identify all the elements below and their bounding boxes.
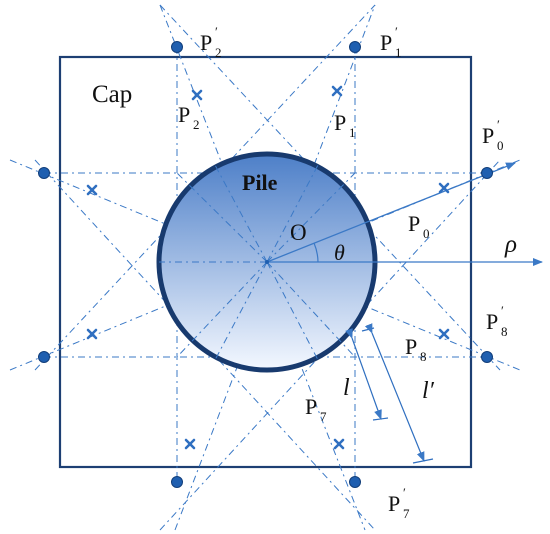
svg-text:′: ′ (403, 485, 406, 500)
point-p8-prime (481, 351, 493, 363)
svg-text:7: 7 (403, 506, 410, 521)
origin-label: O (290, 220, 307, 245)
l-label: l (343, 375, 350, 401)
label-p1-prime: P 1 ′ (380, 24, 402, 60)
theta-arc (313, 242, 319, 263)
svg-text:′: ′ (395, 24, 398, 39)
label-p0: P 0 (408, 211, 430, 241)
svg-text:′: ′ (497, 117, 500, 132)
svg-text:P: P (482, 123, 494, 148)
svg-text:2: 2 (193, 117, 200, 132)
svg-text:P: P (486, 309, 498, 334)
svg-text:′: ′ (501, 303, 504, 318)
label-p2-prime: P 2 ′ (200, 24, 222, 60)
svg-text:P: P (408, 211, 420, 236)
point-p2-prime (171, 41, 183, 53)
svg-text:0: 0 (423, 226, 430, 241)
point-p4-prime (38, 351, 50, 363)
point-p6-cross (184, 438, 196, 450)
cap-label: Cap (92, 81, 132, 108)
point-p6-prime (171, 476, 183, 488)
outer-points (38, 41, 493, 488)
svg-text:P: P (388, 491, 400, 516)
label-p1: P 1 (334, 110, 356, 140)
point-p2-cross (191, 89, 203, 101)
svg-text:P: P (200, 30, 212, 55)
inner-points (86, 85, 450, 450)
label-p8: P 8 (405, 334, 427, 364)
label-p7-prime: P 7 ′ (388, 485, 410, 521)
pile-spokes (159, 164, 356, 361)
point-p4-cross (86, 328, 98, 340)
theta-label: θ (334, 240, 345, 265)
svg-text:P: P (405, 334, 417, 359)
svg-text:8: 8 (420, 349, 427, 364)
svg-text:8: 8 (501, 324, 508, 339)
svg-text:P: P (334, 110, 346, 135)
pile-label: Pile (242, 170, 278, 195)
point-p1-cross (331, 85, 343, 97)
svg-text:7: 7 (320, 409, 327, 424)
svg-text:P: P (178, 102, 190, 127)
svg-text:2: 2 (215, 45, 222, 60)
svg-text:1: 1 (349, 125, 356, 140)
label-p7: P 7 (305, 394, 327, 424)
svg-text:′: ′ (215, 24, 218, 39)
point-p1-prime (349, 41, 361, 53)
svg-text:1: 1 (395, 45, 402, 60)
svg-text:0: 0 (497, 138, 504, 153)
svg-text:P: P (380, 30, 392, 55)
label-p0-prime: P 0 ′ (482, 117, 504, 153)
p0-direction-ray (266, 162, 516, 263)
dimension-l (345, 327, 389, 421)
l-prime-label: l′ (422, 378, 435, 404)
point-p0-prime (481, 167, 493, 179)
point-p3-prime (38, 167, 50, 179)
point-p0-cross (438, 182, 450, 194)
origin-dot (265, 260, 269, 264)
svg-text:P: P (305, 394, 317, 419)
point-p7-prime (349, 476, 361, 488)
label-p2: P 2 (178, 102, 200, 132)
dimension-l-prime (364, 323, 434, 464)
point-p7-cross (333, 438, 345, 450)
rho-label: ρ (504, 231, 517, 258)
point-p8-cross (438, 328, 450, 340)
label-p8-prime: P 8 ′ (486, 303, 508, 339)
point-p3-cross (86, 184, 98, 196)
